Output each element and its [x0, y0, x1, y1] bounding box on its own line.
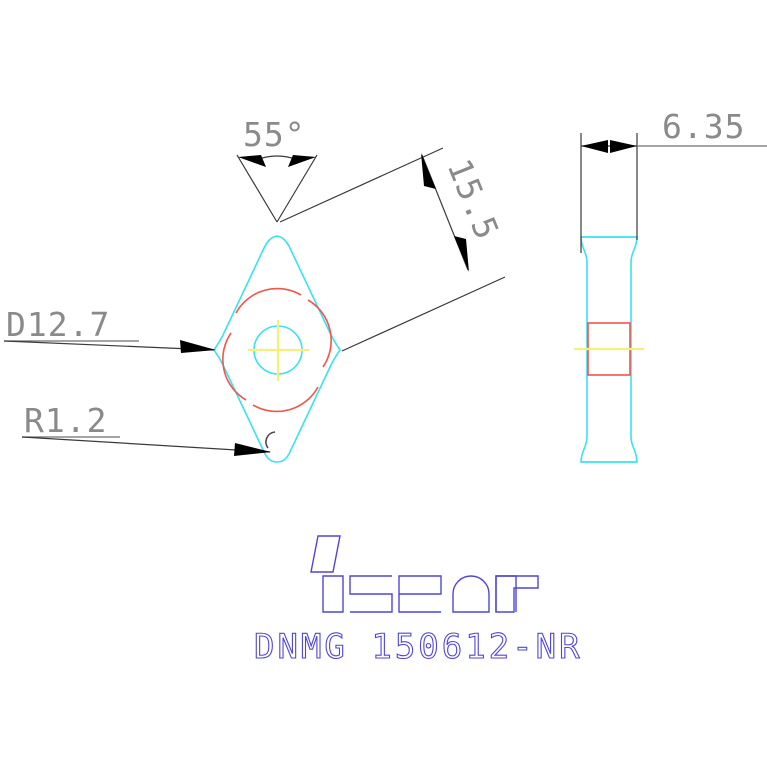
length-extension-upper — [279, 147, 444, 223]
length-extension-lower — [341, 276, 506, 352]
chipbreaker-arcs — [222, 287, 332, 413]
angle-leader-left — [236, 154, 278, 223]
logo-letter-s — [349, 575, 393, 613]
logo-letter-i — [322, 575, 344, 613]
diameter-dimension-label: D12.7 — [6, 305, 110, 344]
logo-letter-e — [398, 575, 442, 613]
corner-radius-mark — [265, 431, 276, 449]
diameter-arrowhead — [180, 340, 216, 353]
angle-dimension-label: 55° — [243, 115, 306, 154]
angle-leader-right — [276, 154, 318, 223]
thickness-arrowhead-left — [581, 140, 608, 153]
length-arrowhead-bottom — [454, 236, 469, 272]
radius-dimension-label: R1.2 — [24, 401, 107, 440]
thickness-arrowhead-right — [610, 140, 637, 153]
logo-i-dot — [310, 535, 341, 573]
front-view-group — [213, 235, 341, 463]
chipbreaker-arc-top-left — [235, 287, 302, 314]
radius-dimension-group: R1.2 — [21, 401, 271, 456]
radius-arrowhead — [234, 443, 271, 456]
thickness-dimension-group: 6.35 — [580, 107, 767, 253]
chipbreaker-arc-bottom-left — [222, 332, 247, 401]
length-arrowhead-top — [421, 153, 436, 189]
iscar-logo: DNMG 150612-NR — [253, 535, 583, 668]
logo-letter-c — [452, 575, 490, 613]
insert-outline-diamond — [213, 235, 341, 463]
angle-arrowhead-right — [288, 155, 316, 167]
side-view-group — [574, 236, 644, 463]
angle-arrowhead-left — [238, 155, 266, 167]
thickness-dimension-label: 6.35 — [662, 107, 745, 146]
logo-letter-r — [495, 575, 539, 613]
angle-dimension-group: 55° — [236, 115, 318, 223]
chipbreaker-arc-top-right — [307, 299, 332, 368]
chipbreaker-arc-bottom-right — [252, 386, 319, 413]
radius-leader-line — [21, 436, 271, 453]
diameter-leader-line — [3, 340, 215, 351]
diameter-dimension-group: D12.7 — [3, 305, 216, 353]
part-number-label: DNMG 150612-NR — [254, 627, 583, 667]
